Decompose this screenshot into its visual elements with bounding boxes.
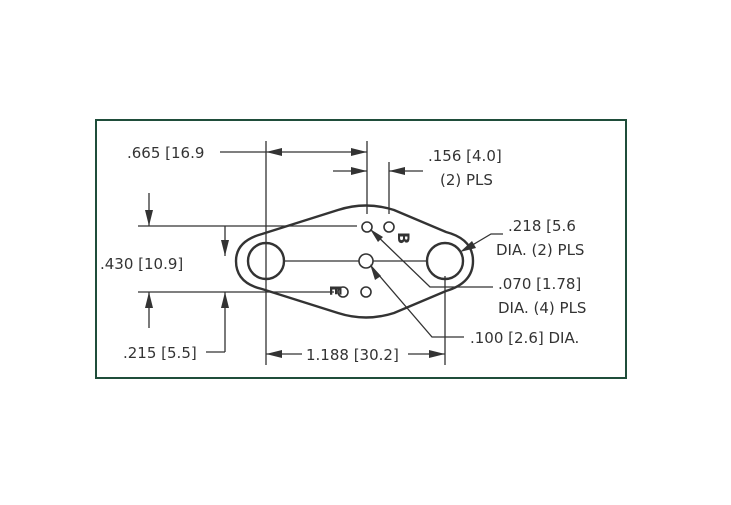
- arrow-height-bottom: [145, 292, 153, 308]
- arrow-height-top: [145, 210, 153, 226]
- label-mount-hole: .218 [5.6: [508, 217, 576, 235]
- drawing-frame: [95, 119, 627, 379]
- mounting-hole-right: [425, 241, 465, 281]
- pin-hole-top-left: [361, 221, 373, 233]
- label-half-height: .215 [5.5]: [123, 344, 197, 362]
- arrow-half-height-bottom: [221, 292, 229, 308]
- arrow-pin-gap-left: [351, 167, 367, 175]
- arrow-pin-gap-right: [389, 167, 405, 175]
- arrow-pin-hole: [370, 229, 383, 242]
- pin-hole-top-right: [383, 221, 395, 233]
- label-pin-gap: .156 [4.0]: [428, 147, 502, 165]
- arrow-mount-spacing-right: [429, 350, 445, 358]
- center-hole: [358, 253, 374, 269]
- label-pin-hole-count: DIA. (4) PLS: [498, 299, 586, 317]
- arrow-center-hole: [370, 264, 381, 280]
- pin-label-emitter: E: [326, 285, 345, 296]
- arrow-mount-hole: [460, 241, 476, 252]
- arrow-pin-spacing-left: [266, 148, 282, 156]
- arrow-mount-spacing-left: [266, 350, 282, 358]
- label-mount-spacing: 1.188 [30.2]: [306, 346, 399, 364]
- label-pin-gap-count: (2) PLS: [440, 171, 493, 189]
- label-mount-hole-count: DIA. (2) PLS: [496, 241, 584, 259]
- label-pin-spacing: .665 [16.9: [127, 144, 204, 162]
- pin-hole-bottom-left: [337, 286, 349, 298]
- arrow-pin-spacing-right: [351, 148, 367, 156]
- pin-label-base: B: [394, 232, 413, 244]
- pin-hole-bottom-right: [360, 286, 372, 298]
- label-pin-hole: .070 [1.78]: [498, 275, 581, 293]
- leader-pin-hole: [370, 229, 493, 288]
- arrow-half-height-top: [221, 240, 229, 256]
- label-center-hole: .100 [2.6] DIA.: [470, 329, 579, 347]
- leader-center-hole: [370, 265, 464, 338]
- label-height: .430 [10.9]: [100, 255, 183, 273]
